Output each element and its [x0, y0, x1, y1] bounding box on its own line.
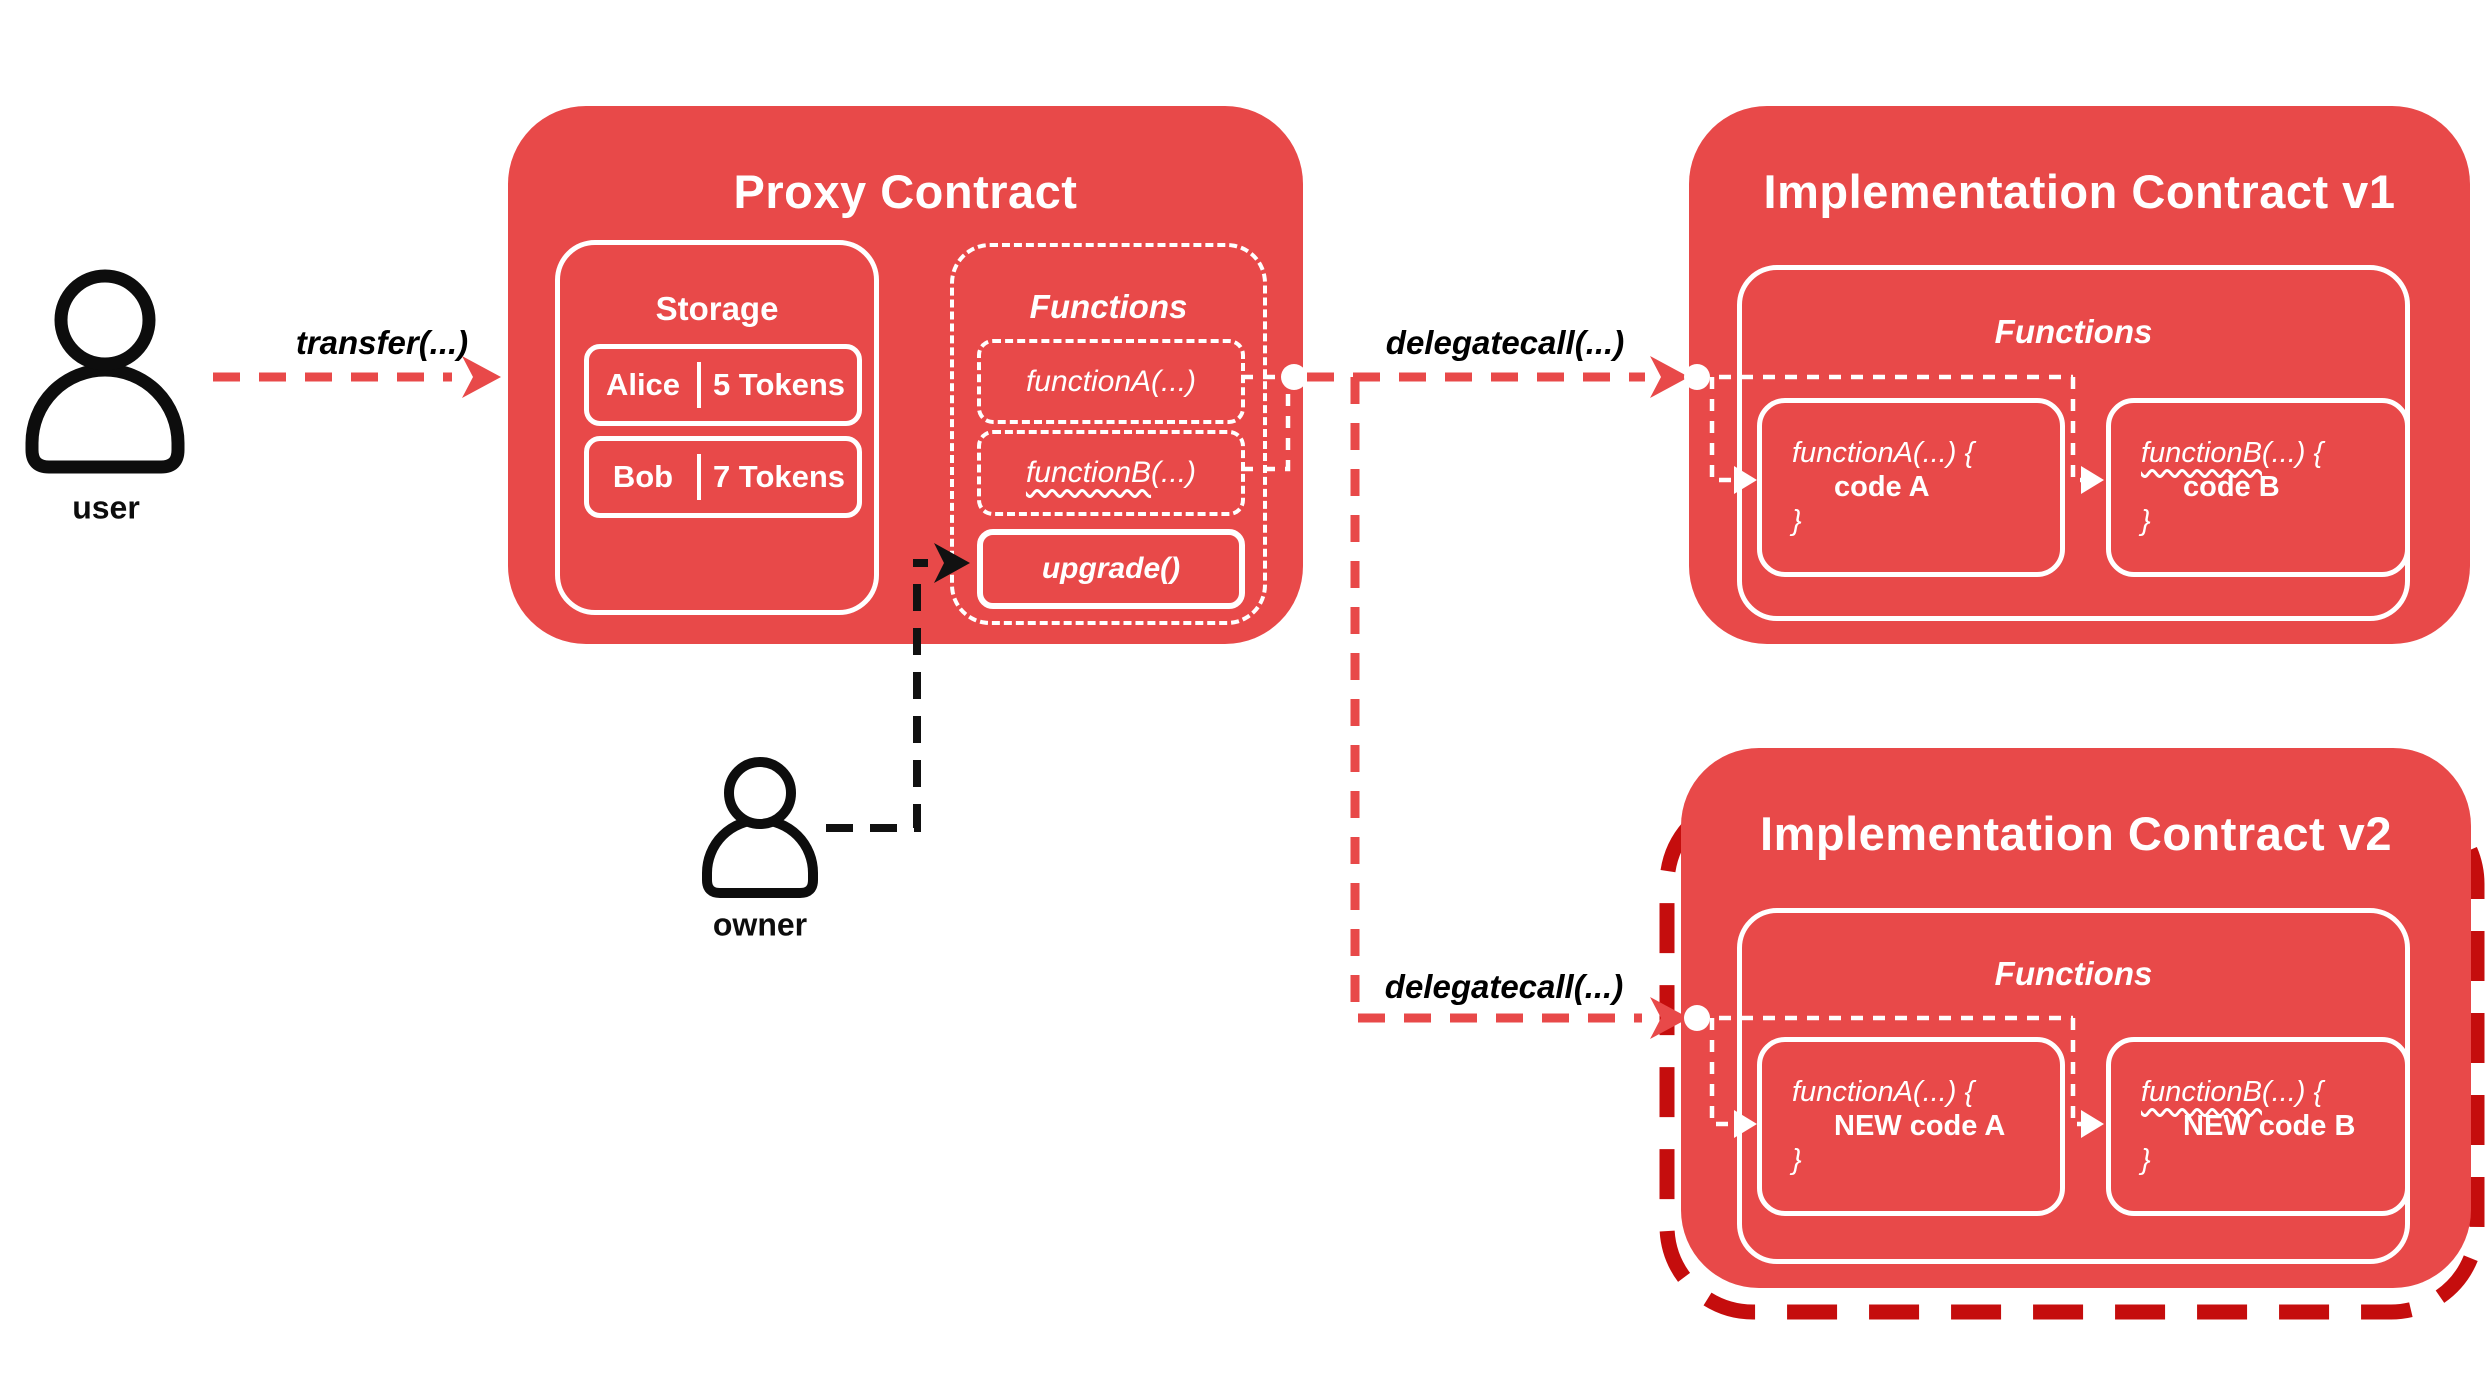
v1-functionA-close: } [1792, 505, 1802, 537]
proxy-contract-box: Proxy Contract Storage Alice 5 Tokens Bo… [508, 106, 1303, 644]
proxy-upgrade-label: upgrade() [1041, 552, 1181, 585]
proxy-upgrade-function: upgrade() [977, 529, 1245, 609]
v1-functionB-body: code B [2183, 471, 2280, 503]
storage-row-name: Bob [612, 459, 674, 494]
proxy-functions-heading: Functions [1029, 288, 1188, 325]
v2-functionA-close: } [1792, 1144, 1802, 1176]
v1-functionB-name: functionB [2141, 437, 2262, 469]
v1-functions-box: Functions functionA(...) { code A } func… [1737, 265, 2410, 621]
storage-row-amount: 7 Tokens [712, 459, 846, 494]
v2-functionB-box: functionB(...) { NEW code B } [2106, 1037, 2410, 1216]
v2-functionB-signature-rest: (...) { [2261, 1076, 2324, 1108]
implementation-v2-title: Implementation Contract v2 [1760, 807, 2392, 860]
user-label: user [72, 489, 140, 526]
v2-functionA-body: NEW code A [1834, 1110, 2006, 1142]
owner-label: owner [712, 906, 808, 943]
delegatecall-v2-label: delegatecall(...) [1384, 968, 1624, 1005]
divider [697, 454, 701, 500]
v1-functionB-box: functionB(...) { code B } [2106, 398, 2410, 577]
proxy-functions-box: Functions functionA(...) functionB(...) … [950, 243, 1267, 625]
v1-functionB-signature-rest: (...) { [2261, 437, 2324, 469]
v2-emphasis-dashed-outline [1659, 790, 2485, 1320]
transfer-label: transfer(...) [295, 324, 469, 361]
storage-heading: Storage [655, 290, 779, 327]
v2-functions-heading: Functions [1994, 955, 2153, 992]
storage-row-alice: Alice 5 Tokens [584, 344, 862, 426]
v2-functions-box: Functions functionA(...) { NEW code A } … [1737, 908, 2410, 1264]
v2-functionB-close: } [2141, 1144, 2151, 1176]
proxy-functionB: functionB(...) [977, 430, 1245, 516]
v2-functionA-box: functionA(...) { NEW code A } [1757, 1037, 2065, 1216]
v1-functionA-box: functionA(...) { code A } [1757, 398, 2065, 577]
implementation-v2-box: Implementation Contract v2 Functions fun… [1681, 748, 2471, 1288]
v2-functionB-body: NEW code B [2183, 1110, 2356, 1142]
v1-functionA-body: code A [1834, 471, 1930, 503]
divider [697, 362, 701, 408]
implementation-v1-title: Implementation Contract v1 [1763, 165, 2396, 218]
proxy-contract-title: Proxy Contract [733, 165, 1078, 218]
v2-functionB-name: functionB [2141, 1076, 2262, 1108]
proxy-storage-box: Storage Alice 5 Tokens Bob 7 Tokens [555, 240, 879, 615]
proxy-functionA: functionA(...) [977, 339, 1245, 424]
v1-functionB-close: } [2141, 505, 2151, 537]
delegatecall-v1-label: delegatecall(...) [1385, 324, 1625, 361]
v2-functionA-signature: functionA(...) { [1792, 1076, 1975, 1108]
implementation-v1-box: Implementation Contract v1 Functions fun… [1689, 106, 2470, 644]
proxy-functionB-name: functionB [1025, 456, 1152, 489]
storage-row-name: Alice [605, 367, 681, 402]
storage-row-bob: Bob 7 Tokens [584, 436, 862, 518]
storage-row-amount: 5 Tokens [712, 367, 846, 402]
v1-functionA-signature: functionA(...) { [1792, 437, 1975, 469]
proxy-functionA-label: functionA(...) [1025, 364, 1197, 398]
proxy-functionB-args: (...) [1151, 456, 1197, 489]
v1-functionB-signature: functionB(...) { [2141, 437, 2397, 470]
v2-functionB-signature: functionB(...) { [2141, 1076, 2397, 1109]
v1-functions-heading: Functions [1994, 313, 2153, 350]
